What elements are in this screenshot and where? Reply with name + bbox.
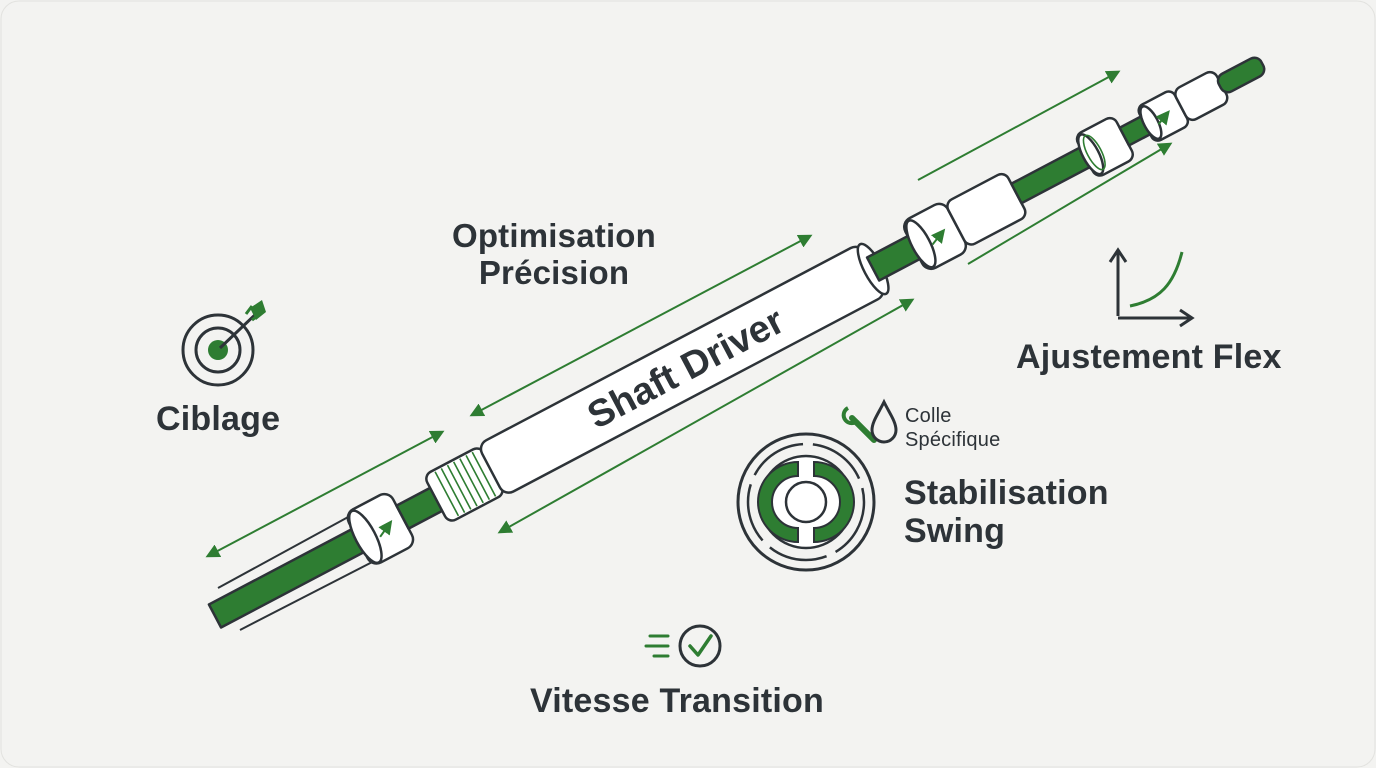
label-stabilisation-swing: Stabilisation Swing [904, 474, 1109, 550]
label-vitesse-transition: Vitesse Transition [530, 682, 824, 720]
target-arrow-icon [181, 300, 266, 387]
label-optimisation: Optimisation [451, 217, 657, 254]
label-precision: Précision [478, 253, 630, 291]
label-ciblage: Ciblage [156, 400, 281, 438]
dimension-arrow-bottom [497, 298, 915, 534]
wrench-drop-icon [841, 398, 898, 444]
shaft: Shaft Driver [207, 56, 1266, 629]
label-colle: Colle [905, 405, 952, 427]
label-stabilisation: Stabilisation [904, 474, 1109, 512]
dimension-arrow-tip-bottom [967, 142, 1173, 265]
dimension-arrow-tip-top [917, 70, 1121, 181]
label-optimisation-precision: Optimisation Précision [438, 217, 670, 292]
dimension-arrows [205, 70, 1173, 558]
label-specifique: Spécifique [905, 429, 1001, 451]
label-ajustement-flex: Ajustement Flex [1016, 338, 1282, 376]
label-colle-specifique: Colle Spécifique [905, 404, 1000, 452]
dimension-arrow-grip [205, 430, 445, 558]
shaft-tip [1216, 56, 1266, 94]
speed-check-icon [644, 624, 722, 668]
label-swing: Swing [904, 512, 1006, 551]
stabilizer-ring-icon [736, 432, 876, 572]
guide-lines [217, 515, 385, 631]
flex-curve-icon [1108, 247, 1195, 328]
